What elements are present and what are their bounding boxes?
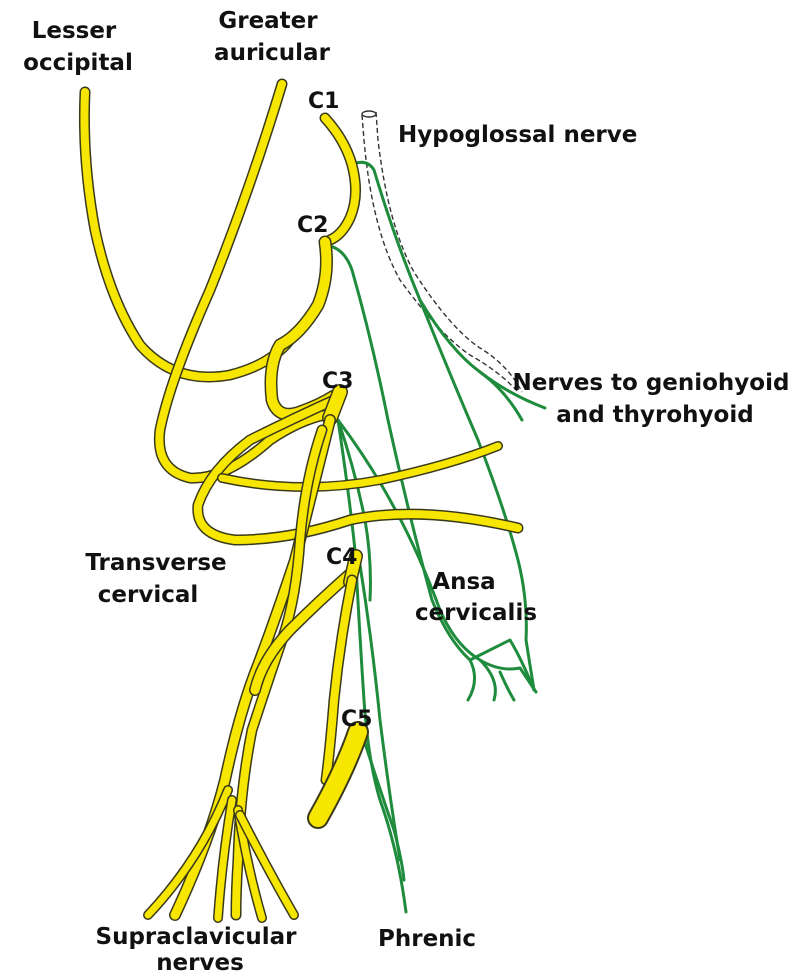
label-c1: C1 bbox=[308, 89, 339, 114]
c3-to-ansa-branch bbox=[336, 418, 497, 702]
supraclavicular-branch-2 bbox=[214, 796, 236, 922]
c3-root bbox=[323, 385, 347, 425]
label-hypoglossal-nerve: Hypoglossal nerve bbox=[398, 122, 637, 148]
label-phrenic: Phrenic bbox=[378, 926, 476, 952]
labels: Lesser occipital Greater auricular C1 C2… bbox=[23, 8, 798, 976]
label-lesser-occipital: Lesser occipital bbox=[23, 18, 133, 76]
label-c3: C3 bbox=[322, 369, 353, 394]
label-c5: C5 bbox=[341, 707, 372, 732]
label-supraclavicular-nerves: Supraclavicular nerves bbox=[96, 924, 305, 976]
supraclavicular-branch-4 bbox=[236, 811, 298, 919]
sensory-branches bbox=[78, 78, 524, 923]
c3-secondary-trunk bbox=[232, 426, 326, 919]
ansa-loop-branch bbox=[478, 658, 538, 694]
transverse-cervical-nerve bbox=[193, 396, 522, 544]
supraclavicular-branch-1 bbox=[144, 786, 232, 919]
greater-auricular-nerve bbox=[155, 80, 329, 483]
c5-root bbox=[309, 723, 367, 827]
hypoglossal-nerve bbox=[361, 110, 523, 393]
thyrohyoid-branch bbox=[478, 370, 524, 422]
transverse-upper-branch bbox=[218, 442, 502, 491]
label-greater-auricular: Greater auricular bbox=[214, 8, 331, 66]
lesser-occipital-nerve bbox=[80, 88, 294, 381]
label-ansa-cervicalis: Ansa cervicalis bbox=[415, 569, 537, 626]
motor-branches bbox=[328, 160, 547, 914]
c1-loop bbox=[321, 114, 360, 244]
label-c2: C2 bbox=[297, 213, 328, 238]
phrenic-c4-root bbox=[358, 563, 402, 862]
label-geniohyoid-thyrohyoid: Nerves to geniohyoid and thyrohyoid bbox=[513, 370, 798, 428]
c4-branch bbox=[250, 567, 357, 695]
c3-to-phrenic-branch bbox=[336, 418, 358, 562]
phrenic-nerve bbox=[354, 563, 408, 914]
phrenic-c5-root bbox=[362, 738, 406, 882]
superior-root-ansa bbox=[418, 298, 536, 692]
c4-c5-link bbox=[322, 576, 356, 784]
ansa-loop-branch-2 bbox=[498, 670, 516, 702]
label-c4: C4 bbox=[326, 545, 357, 570]
label-transverse-cervical: Transverse cervical bbox=[85, 550, 234, 608]
ansa-loop bbox=[468, 638, 536, 692]
